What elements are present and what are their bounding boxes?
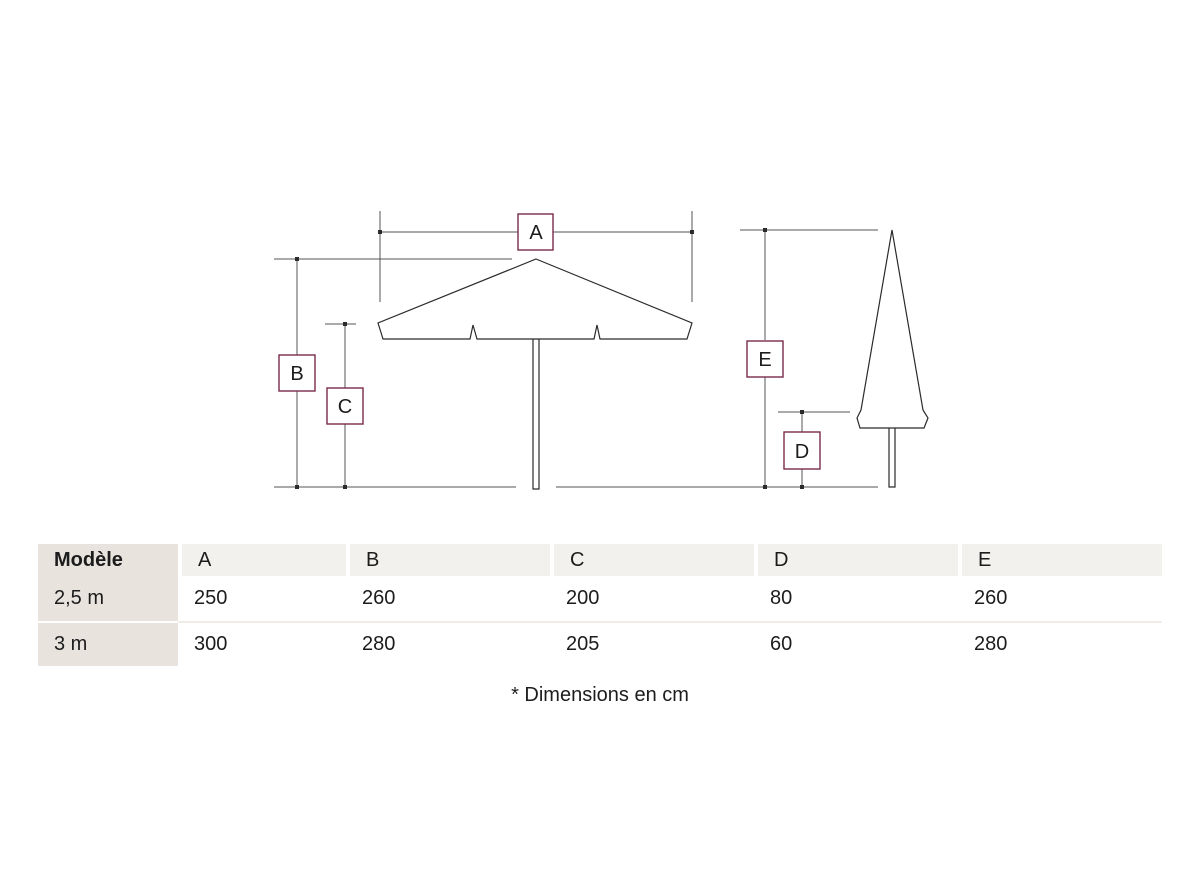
dimension-label-b: B bbox=[290, 363, 303, 385]
value-cell-c: 200 bbox=[566, 587, 600, 609]
dimension-label-a: A bbox=[529, 222, 543, 244]
open-umbrella-canopy bbox=[377, 258, 693, 340]
value-cell-a: 250 bbox=[194, 587, 228, 609]
umbrella-dimension-diagram: A B C E D bbox=[274, 211, 929, 490]
dimensions-footnote: * Dimensions en cm bbox=[511, 684, 689, 706]
dimension-box-b bbox=[278, 354, 316, 392]
column-header-b: B bbox=[346, 544, 550, 576]
dimension-box-d bbox=[783, 431, 821, 470]
table-row: 3 m 300 280 205 60 280 bbox=[38, 621, 1162, 666]
table-row: 2,5 m 250 260 200 80 260 bbox=[38, 576, 1162, 621]
column-header-a: A bbox=[178, 544, 346, 576]
closed-umbrella-canopy bbox=[856, 229, 929, 429]
table-header-row: Modèle A B C D E bbox=[38, 544, 1162, 576]
column-header-model: Modèle bbox=[38, 544, 178, 576]
column-header-e: E bbox=[958, 544, 1162, 576]
model-cell: 2,5 m bbox=[38, 576, 178, 621]
value-cell-c: 205 bbox=[550, 621, 754, 666]
value-cell-b: 280 bbox=[346, 621, 550, 666]
value-cell-e: 280 bbox=[958, 621, 1162, 666]
dimension-box-a bbox=[517, 213, 554, 251]
column-header-c: C bbox=[550, 544, 754, 576]
column-header-d: D bbox=[754, 544, 958, 576]
dimension-label-d: D bbox=[795, 441, 809, 463]
dimension-box-c bbox=[326, 387, 364, 425]
dimension-box-e bbox=[746, 340, 784, 378]
value-cell-b: 260 bbox=[362, 587, 396, 609]
open-umbrella-pole bbox=[532, 339, 540, 490]
model-cell: 3 m bbox=[38, 621, 178, 666]
value-cell-a: 300 bbox=[178, 621, 346, 666]
dimensions-table: Modèle A B C D E 2,5 m 250 260 200 80 26… bbox=[38, 544, 1162, 666]
closed-umbrella-pole bbox=[888, 428, 896, 488]
dimension-label-c: C bbox=[338, 396, 352, 418]
value-cell-e: 260 bbox=[974, 587, 1008, 609]
dimension-label-e: E bbox=[758, 349, 771, 371]
value-cell-d: 60 bbox=[754, 621, 958, 666]
value-cell-d: 80 bbox=[770, 587, 793, 609]
